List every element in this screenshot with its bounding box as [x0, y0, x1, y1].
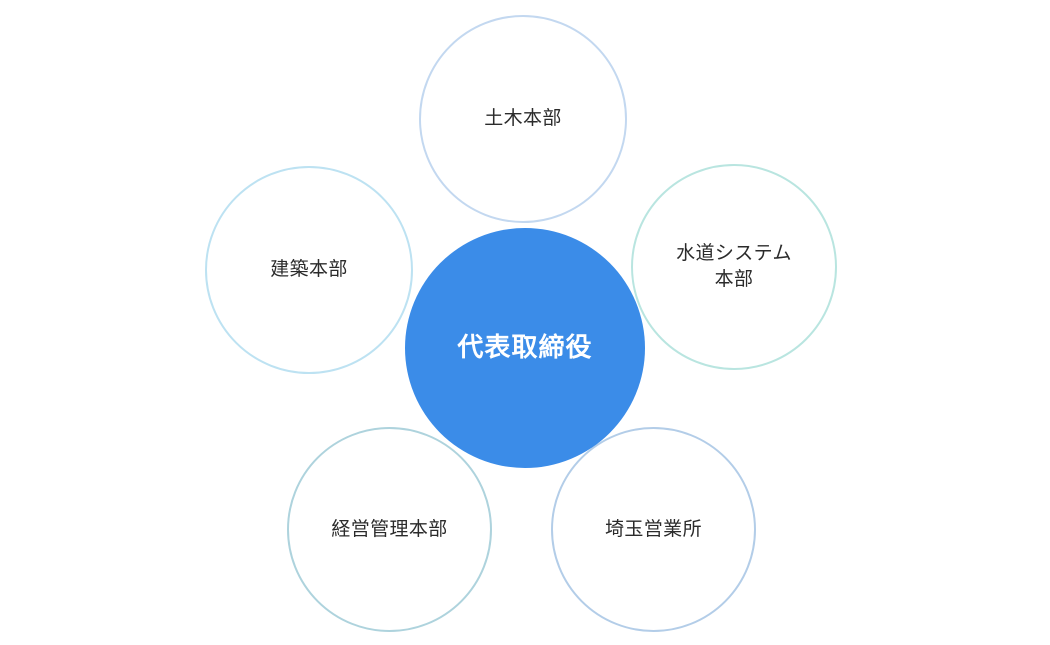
- org-node-label: 経営管理本部: [331, 518, 448, 540]
- org-node-label: 水道システム 本部: [676, 243, 792, 290]
- org-node-label: 建築本部: [270, 259, 348, 281]
- org-node-top[interactable]: 土木本部: [419, 15, 627, 223]
- org-node-right[interactable]: 水道システム 本部: [631, 164, 837, 370]
- org-node-center-label: 代表取締役: [457, 332, 593, 363]
- org-node-bottom-right[interactable]: 埼玉営業所: [551, 427, 756, 632]
- org-node-bottom-left[interactable]: 経営管理本部: [287, 427, 492, 632]
- org-node-left[interactable]: 建築本部: [205, 166, 413, 374]
- org-node-label: 土木本部: [484, 108, 562, 130]
- org-node-center[interactable]: 代表取締役: [405, 228, 645, 468]
- org-node-label: 埼玉営業所: [605, 518, 702, 540]
